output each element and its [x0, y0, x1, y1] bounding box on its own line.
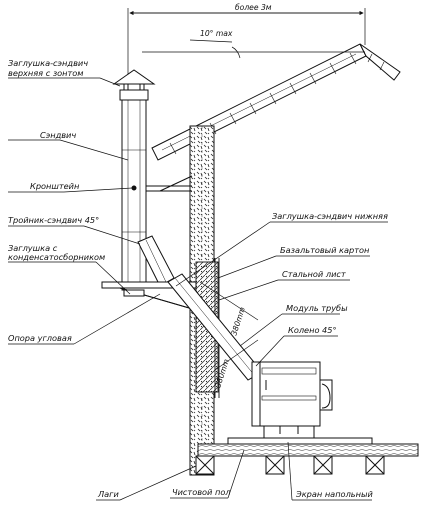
sandwich-pipe	[121, 99, 147, 291]
condensate-cap	[123, 289, 145, 297]
label-basalt: Базальтовый картон	[280, 245, 370, 255]
label-subfloor: Чистовой пол	[172, 487, 231, 497]
leader-lines	[8, 77, 388, 501]
label-pipe-module: Модуль трубы	[286, 303, 348, 313]
label-bottom-cap: Заглушка-сэндвич нижняя	[272, 211, 388, 221]
distance-dimension	[127, 8, 366, 75]
label-cap-line1: Заглушка-сэндвич	[8, 58, 88, 68]
label-condensate-line1: Заглушка с	[8, 243, 58, 253]
floor-screen	[227, 437, 373, 445]
top-cap-umbrella	[112, 69, 156, 101]
angle-dimension	[142, 39, 365, 59]
label-cap-line2: верхняя с зонтом	[8, 68, 84, 78]
label-tee: Тройник-сэндвич 45°	[8, 215, 99, 225]
label-corner-support: Опора угловая	[8, 333, 72, 343]
label-bracket: Кронштейн	[30, 181, 80, 191]
label-sandwich: Сэндвич	[40, 130, 76, 140]
label-condensate-line2: конденсатосборником	[8, 252, 105, 262]
finished-floor	[197, 443, 419, 457]
pipe-length-upper: 380mm	[229, 306, 247, 337]
joists	[195, 455, 385, 475]
label-elbow: Колено 45°	[288, 325, 337, 335]
distance-label: более 3м	[235, 3, 272, 12]
label-floor-screen: Экран напольный	[295, 489, 373, 499]
roof	[151, 43, 401, 161]
angle-label: 10° max	[200, 29, 233, 38]
sauna-stove	[251, 361, 333, 438]
label-joists: Лаги	[97, 489, 119, 499]
pipe-length-dimensions	[199, 281, 259, 371]
label-steel-sheet: Стальной лист	[282, 269, 346, 279]
